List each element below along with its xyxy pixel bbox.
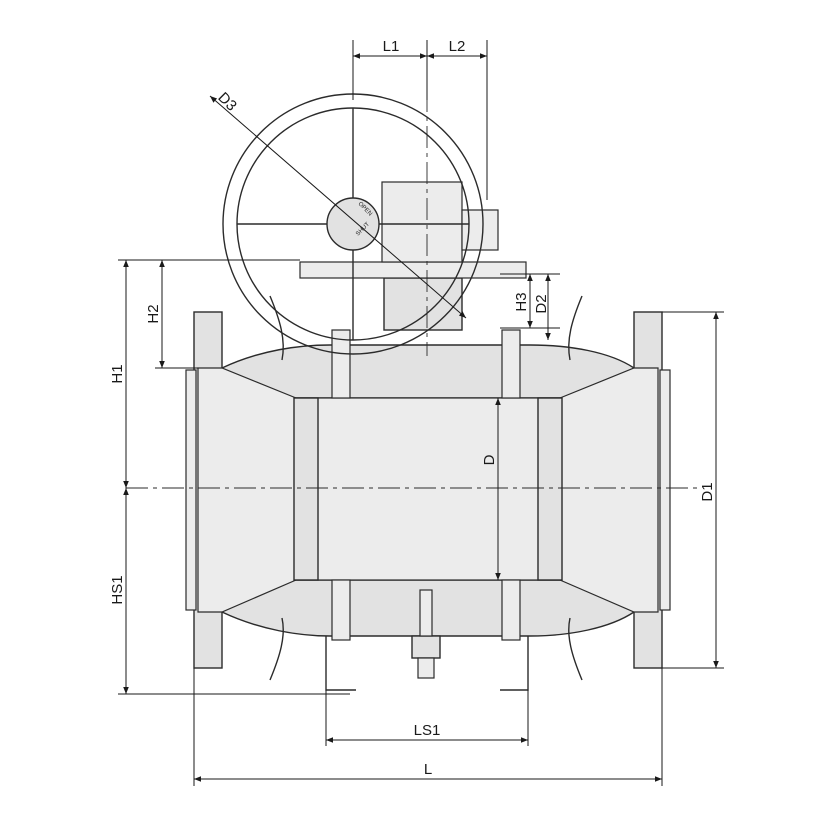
gearbox-housing — [381, 181, 463, 263]
drain-valve-stem — [419, 589, 433, 637]
label-l2: L2 — [449, 38, 466, 55]
upper-shell — [221, 344, 635, 399]
label-l1: L1 — [383, 38, 400, 55]
valve-body — [185, 261, 671, 691]
upper-left-lug — [331, 329, 351, 399]
label-d1: D1 — [699, 482, 716, 501]
label-d3: D3 — [214, 89, 240, 115]
label-d2: D2 — [533, 294, 550, 313]
right-bore-transition — [559, 367, 659, 613]
left-flange-face — [185, 369, 197, 611]
label-h2: H2 — [145, 304, 162, 323]
d3-dimension — [209, 95, 467, 319]
lower-left-lug — [331, 579, 351, 641]
right-seat — [537, 397, 563, 581]
label-l: L — [424, 761, 432, 778]
right-flange-face — [659, 369, 671, 611]
ball — [295, 397, 561, 581]
label-h3: H3 — [513, 292, 530, 311]
label-d: D — [481, 454, 498, 465]
drain-valve-body — [411, 635, 441, 659]
left-seat — [293, 397, 319, 581]
dimension-labels: L1 L2 D3 H1 H2 H3 D2 D D1 HS1 LS1 L — [109, 38, 716, 778]
label-hs1: HS1 — [109, 575, 126, 604]
upper-right-lug — [501, 329, 521, 399]
drain-valve-plug — [417, 657, 435, 679]
lifting-eye-left-bottom — [269, 617, 284, 681]
left-bore-transition — [197, 367, 297, 613]
lifting-eye-right-top — [568, 295, 583, 361]
left-support-foot — [325, 636, 356, 691]
label-ls1: LS1 — [414, 722, 441, 739]
lifting-eye-right-bottom — [568, 617, 583, 681]
gearbox-mounting-plate — [299, 261, 527, 279]
handwheel-hub — [326, 197, 380, 251]
lower-right-lug — [501, 579, 521, 641]
dimension-lines — [118, 40, 724, 786]
right-support-foot — [500, 636, 529, 691]
label-h1: H1 — [109, 364, 126, 383]
